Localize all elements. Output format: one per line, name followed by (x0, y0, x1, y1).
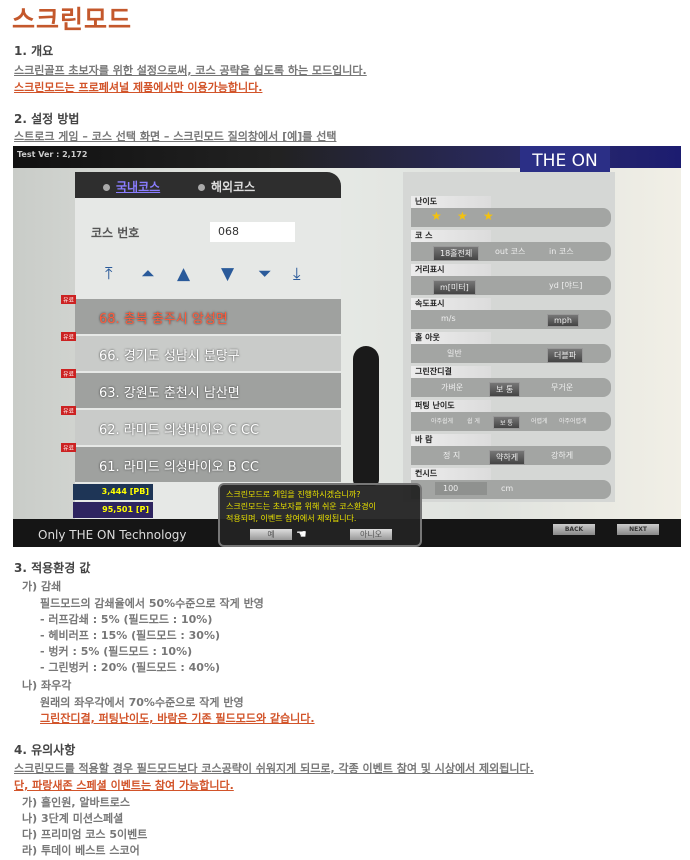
speed-label: 속도표시 (411, 298, 491, 310)
excluded-item: 가) 홀인원, 알바트로스 (22, 796, 130, 809)
course-tabs (75, 172, 341, 198)
section-1-note: 스크린모드는 프로페셔널 제품에서만 이용가능합니다. (14, 81, 263, 94)
difficulty-row: ★ ★ ★ (411, 208, 611, 227)
points-score: 95,501 [P] (73, 502, 153, 518)
damping-item: - 헤비러프 : 15% (필드모드 : 30%) (40, 629, 221, 642)
section-4-note: 단, 파랑새존 스페셜 이벤트는 참여 가능합니다. (14, 779, 234, 792)
putting-label: 퍼팅 난이도 (411, 400, 491, 412)
excluded-item: 나) 3단계 미션스페셜 (22, 812, 124, 825)
holeout-label: 홀 아웃 (411, 332, 491, 344)
top-bar (13, 146, 681, 168)
screen-mode-dialog: 스크린모드로 게임을 진행하시겠습니까?스크린모드는 초보자를 위해 쉬운 코스… (218, 483, 422, 547)
option-out[interactable]: out 코스 (495, 247, 526, 256)
down-arrow-icon[interactable]: ▼ (221, 264, 235, 284)
section-2-text: 스트로크 게임 – 코스 선택 화면 – 스크린모드 질의창에서 [예]를 선택 (14, 130, 337, 143)
page-down-arrow-icon[interactable]: ⏷ (258, 264, 272, 284)
damping-desc: 필드모드의 감쇄율에서 50%수준으로 작게 반영 (40, 597, 264, 610)
option-very-hard[interactable]: 아주어렵게 (559, 418, 587, 425)
damping-item: - 러프감쇄 : 5% (필드모드 : 10%) (40, 613, 213, 626)
yes-button[interactable]: 예 (250, 529, 292, 540)
no-button[interactable]: 아니오 (350, 529, 392, 540)
section-3-heading: 3. 적용환경 값 (14, 561, 91, 575)
section-1-heading: 1. 개요 (14, 44, 54, 58)
golfer-silhouette (353, 346, 379, 486)
damping-item: - 그린벙커 : 20% (필드모드 : 40%) (40, 661, 221, 674)
page-title: 스크린모드 (12, 5, 133, 34)
first-arrow-icon[interactable]: ⤒ (105, 264, 113, 284)
excluded-item: 다) 프리미엄 코스 5이벤트 (22, 828, 148, 841)
excluded-item: 라) 투데이 베스트 스코어 (22, 844, 140, 857)
star-icon: ★ (457, 209, 468, 223)
next-button[interactable]: NEXT (617, 524, 659, 535)
option-normal[interactable]: 일반 (447, 349, 462, 358)
option-very-easy[interactable]: 아주쉽게 (431, 418, 454, 425)
section-2-heading: 2. 설정 방법 (14, 112, 80, 126)
dialog-message: 스크린모드로 게임을 진행하시겠습니까?스크린모드는 초보자를 위해 쉬운 코스… (226, 490, 377, 523)
angle-desc: 원래의 좌우각에서 70%수준으로 작게 반영 (40, 696, 244, 709)
concede-label: 컨시드 (411, 468, 491, 480)
back-button[interactable]: BACK (553, 524, 595, 535)
difficulty-label: 난이도 (411, 196, 491, 208)
game-screenshot: Test Ver : 2,172 THE ON 국내코스 해외코스 코스 번호 … (13, 146, 681, 547)
pb-score: 3,444 [PB] (73, 484, 153, 500)
page-up-arrow-icon[interactable]: ⏶ (141, 264, 155, 284)
tagline: Only THE ON Technology (38, 528, 187, 542)
star-icon: ★ (431, 209, 442, 223)
concede-unit: cm (501, 484, 514, 493)
up-arrow-icon[interactable]: ▲ (177, 264, 191, 284)
option-normal[interactable]: 보 통 (489, 382, 521, 397)
option-yard[interactable]: yd [야드] (549, 281, 583, 290)
angle-note: 그린잔디결, 퍼팅난이도, 바람은 기존 필드모드와 같습니다. (40, 712, 315, 725)
tab-domestic[interactable]: 국내코스 (103, 178, 160, 195)
option-mph[interactable]: mph (547, 314, 579, 327)
tab-overseas[interactable]: 해외코스 (198, 178, 255, 195)
option-normal[interactable]: 보 통 (493, 416, 520, 429)
option-weak[interactable]: 약하게 (489, 450, 526, 465)
subheading-damping: 가) 감쇄 (22, 580, 62, 593)
subheading-angle: 나) 좌우각 (22, 679, 72, 692)
the-on-logo: THE ON (520, 146, 610, 174)
option-calm[interactable]: 정 지 (443, 451, 461, 460)
star-icon: ★ (483, 209, 494, 223)
option-double-par[interactable]: 더블파 (547, 348, 584, 363)
concede-input[interactable]: 100 (435, 482, 487, 495)
section-4-heading: 4. 유의사항 (14, 743, 76, 757)
option-in[interactable]: in 코스 (549, 247, 574, 256)
option-meter[interactable]: m[미터] (433, 280, 476, 295)
version-label: Test Ver : 2,172 (17, 150, 88, 159)
option-18holes[interactable]: 18홀전체 (433, 246, 480, 261)
option-ms[interactable]: m/s (441, 314, 456, 323)
distance-label: 거리표시 (411, 264, 491, 276)
hand-cursor-icon: ☚ (296, 527, 307, 541)
option-light[interactable]: 가벼운 (441, 383, 464, 392)
option-strong[interactable]: 강하게 (551, 451, 574, 460)
section-4-text: 스크린모드를 적용할 경우 필드모드보다 코스공략이 쉬워지게 되므로, 각종 … (14, 762, 534, 775)
course-option-label: 코 스 (411, 230, 491, 242)
section-1-text: 스크린골프 초보자를 위한 설정으로써, 코스 공략을 쉽도록 하는 모드입니다… (14, 64, 367, 77)
option-hard[interactable]: 어렵게 (531, 418, 548, 425)
option-heavy[interactable]: 무거운 (551, 383, 574, 392)
last-arrow-icon[interactable]: ⤓ (293, 264, 301, 284)
course-number-label: 코스 번호 (91, 226, 140, 240)
damping-item: - 벙커 : 5% (필드모드 : 10%) (40, 645, 193, 658)
course-number-input[interactable]: 068 (210, 222, 295, 242)
wind-label: 바 람 (411, 434, 491, 446)
green-label: 그린잔디결 (411, 366, 491, 378)
settings-panel: 난이도 ★ ★ ★ 코 스 18홀전체 out 코스 in 코스 거리표시 m[미터… (403, 172, 615, 502)
option-easy[interactable]: 쉽 게 (467, 418, 480, 425)
